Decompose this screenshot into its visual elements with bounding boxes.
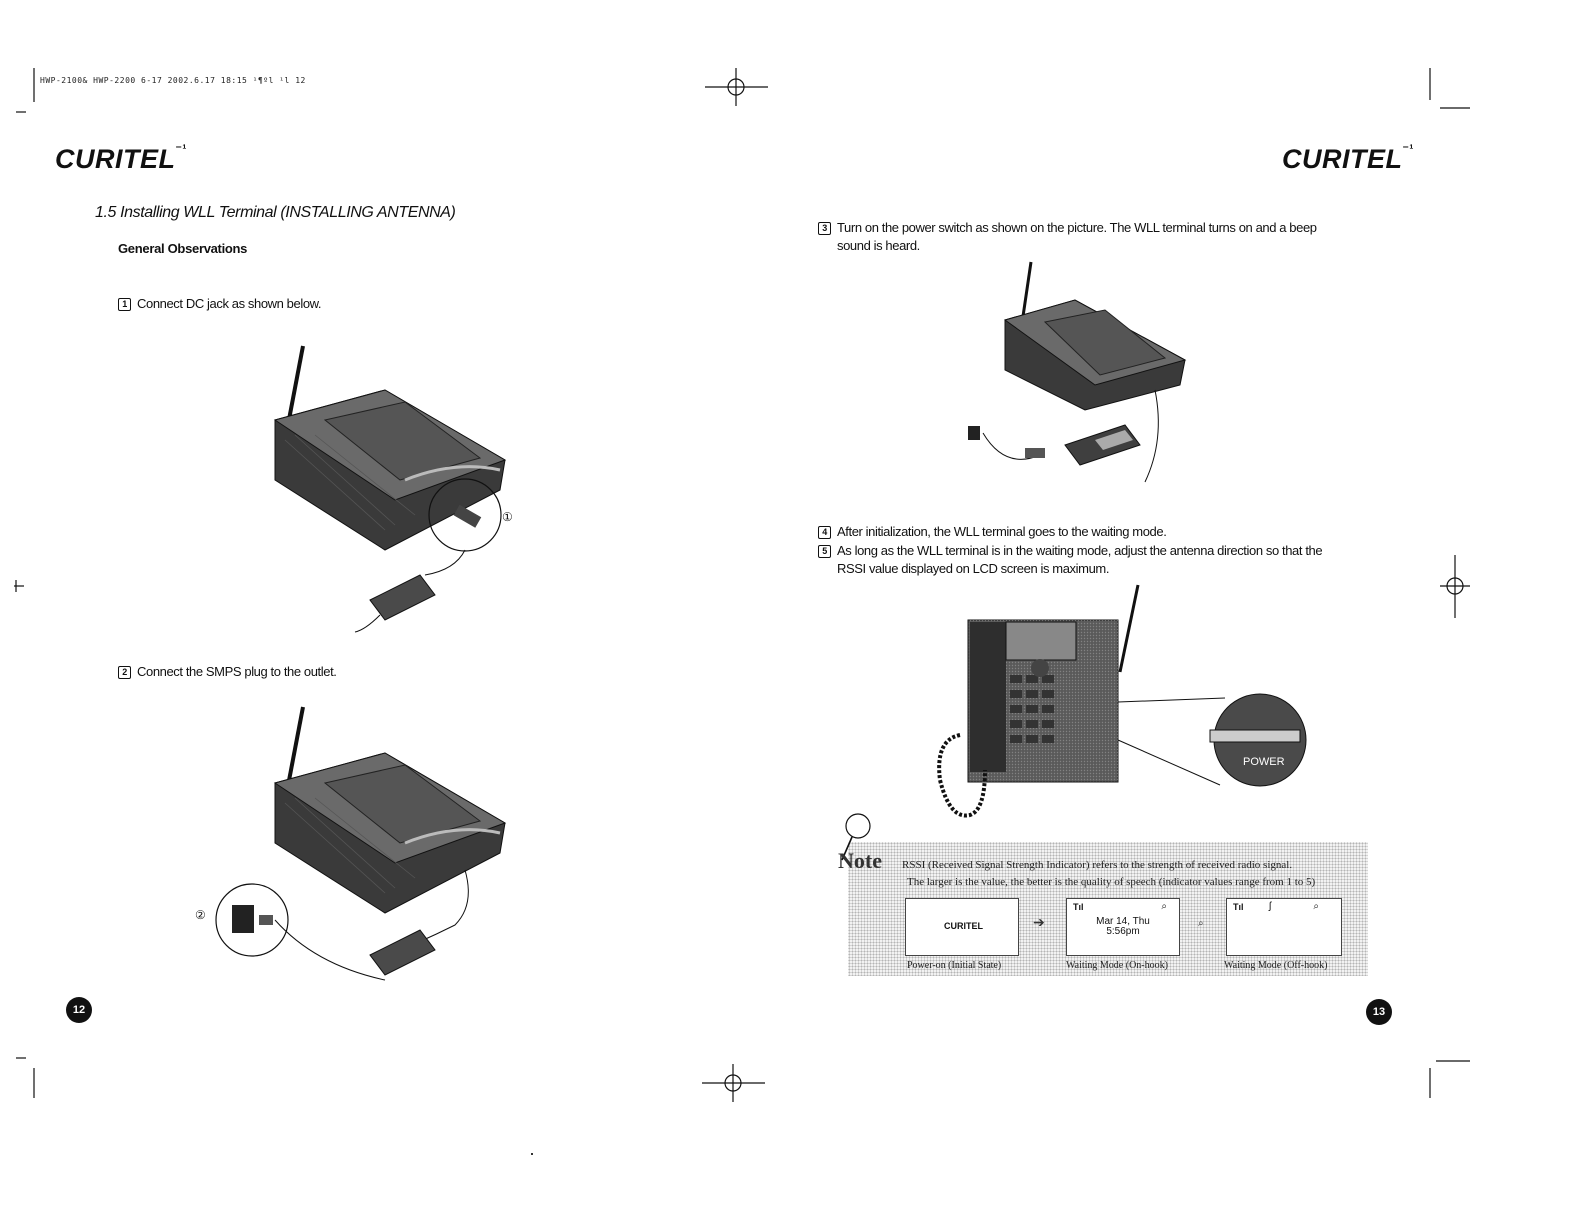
step-2: 2 Connect the SMPS plug to the outlet.	[118, 663, 337, 681]
step-number: 4	[818, 526, 831, 539]
step-text: After initialization, the WLL terminal g…	[837, 524, 1167, 539]
step-text: Connect the SMPS plug to the outlet.	[137, 664, 337, 679]
step-number: 1	[118, 298, 131, 311]
antenna-icon	[1118, 584, 1140, 673]
lcd-screen	[1005, 621, 1077, 661]
page-number: 12	[66, 997, 92, 1023]
device-dc-jack-illustration	[273, 345, 507, 633]
step-text: As long as the WLL terminal is in the wa…	[837, 543, 1323, 558]
subtitle: General Observations	[118, 241, 248, 256]
step-4: 4 After initialization, the WLL terminal …	[818, 523, 1167, 541]
lcd-power-on: CURITEL	[905, 898, 1019, 956]
power-label: POWER	[1243, 756, 1285, 768]
lcd-time: 5:56pm	[1106, 926, 1140, 937]
step-text-continued: RSSI value displayed on LCD screen is ma…	[837, 561, 1110, 576]
note-line-1: RSSI (Received Signal Strength Indicator…	[902, 859, 1293, 871]
step-number: 2	[118, 666, 131, 679]
outlet-icon	[232, 905, 254, 933]
signal-icon: Tıl	[1233, 902, 1244, 912]
step-text-continued: sound is heard.	[837, 238, 920, 253]
step-5: 5 As long as the WLL terminal is in the w…	[818, 542, 1323, 578]
lcd-label-power-on: Power-on (Initial State)	[907, 960, 1002, 971]
step-1: 1 Connect DC jack as shown below.	[118, 295, 322, 313]
lcd-brand-text: CURITEL	[944, 921, 983, 931]
page-number: 13	[1366, 999, 1392, 1025]
handset-icon: ⌕	[1161, 901, 1167, 912]
note-title: Note	[838, 848, 882, 873]
step-number: 5	[818, 545, 831, 558]
device-smps-illustration	[215, 706, 507, 981]
step-number: 3	[818, 222, 831, 235]
logo-text: CURITEL	[55, 144, 176, 174]
lcd-waiting-onhook: Tıl ⌕ Mar 14, Thu 5:56pm	[1066, 898, 1180, 956]
step-3: 3 Turn on the power switch as shown on th…	[818, 219, 1317, 255]
note-line-2: The larger is the value, the better is t…	[907, 876, 1316, 888]
lcd-label-offhook: Waiting Mode (Off-hook)	[1224, 960, 1328, 971]
lcd-label-onhook: Waiting Mode (On-hook)	[1066, 960, 1168, 971]
handset-icon: ⌕	[1198, 918, 1204, 929]
logo-text: CURITEL	[1282, 144, 1403, 174]
callout-1: ①	[502, 510, 513, 524]
lcd-waiting-offhook: Tıl ʃ ⌕	[1226, 898, 1342, 956]
signal-icon: Tıl	[1073, 902, 1084, 912]
magnifier-icon	[841, 813, 871, 861]
offhook-icon: ʃ	[1269, 901, 1272, 912]
desk-phone-illustration	[937, 584, 1307, 818]
lcd-date: Mar 14, Thu	[1096, 916, 1150, 927]
step-text: Turn on the power switch as shown on the…	[837, 220, 1317, 235]
brand-logo: CURITEL⁻¹	[55, 142, 187, 174]
print-header: HWP-2100& HWP-2200 6-17 2002.6.17 18:15 …	[40, 76, 306, 85]
device-power-illustration	[968, 261, 1187, 483]
section-title: 1.5 Installing WLL Terminal (INSTALLING …	[95, 204, 456, 221]
arrow-right-icon: ➔	[1033, 914, 1045, 930]
outlet-icon	[968, 426, 980, 440]
step-text: Connect DC jack as shown below.	[137, 296, 322, 311]
handset-icon: ⌕	[1313, 901, 1319, 912]
antenna-icon	[285, 706, 305, 792]
brand-logo: CURITEL⁻¹	[1282, 142, 1414, 174]
callout-2: ②	[195, 908, 206, 922]
